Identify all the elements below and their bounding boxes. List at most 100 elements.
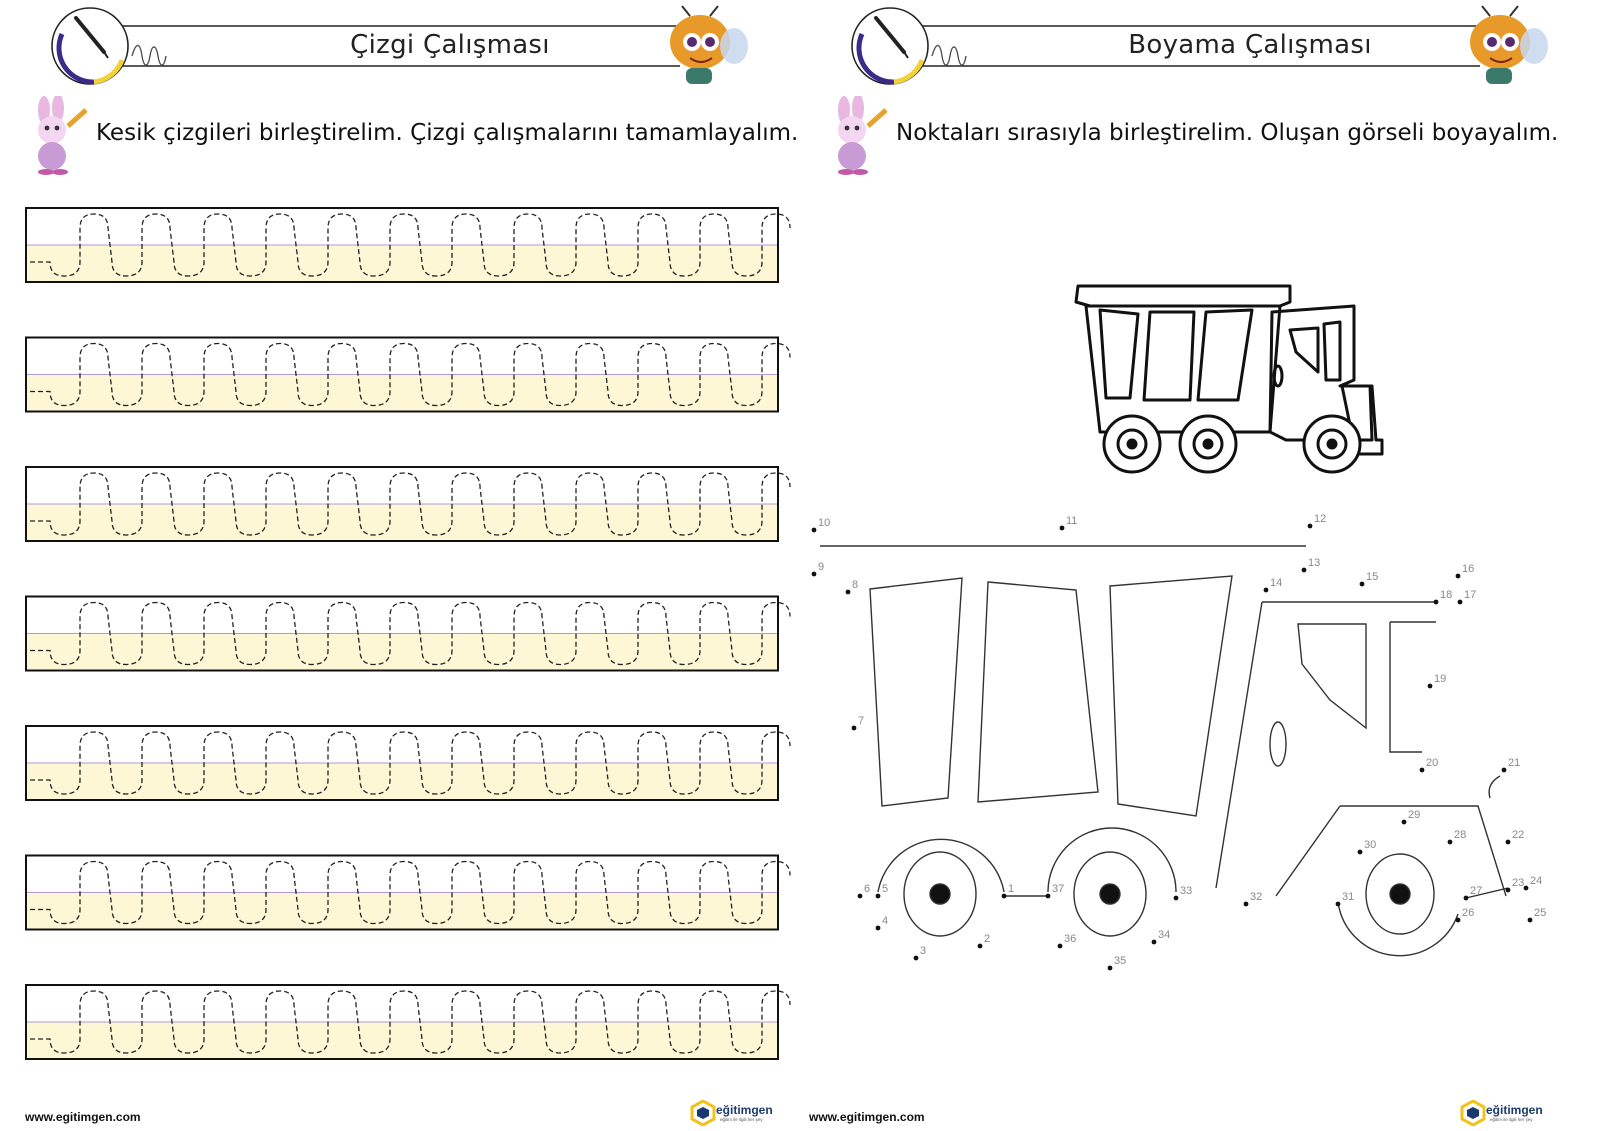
tracing-row [25,595,791,672]
dot-18 [1433,599,1439,605]
dot-4 [875,925,881,931]
dot-20 [1419,767,1425,773]
dot-16 [1455,573,1461,579]
dot-label: 33 [1180,885,1192,897]
dot-10 [811,527,817,533]
hexagon-logo-icon [1460,1099,1486,1127]
dot-label: 10 [818,517,830,529]
dot-label: 23 [1512,877,1524,889]
tracing-row [25,984,791,1060]
page-title: Boyama Çalışması [1128,30,1372,60]
page-coloring: Boyama Çalışması Noktaları sırasıyla bir… [800,0,1600,1131]
dot-label: 36 [1064,933,1076,945]
dot-label: 3 [920,945,926,957]
dot-11 [1059,525,1065,531]
tracing-row [25,336,791,413]
dot-17 [1457,599,1463,605]
dot-3 [913,955,919,961]
dot-8 [845,589,851,595]
dot-label: 1 [1008,883,1014,895]
dot-25 [1527,917,1533,923]
dot-9 [811,571,817,577]
dot-label: 28 [1454,829,1466,841]
instruction-row: Noktaları sırasıyla birleştirelim. Oluşa… [828,94,1588,176]
bee-mascot-icon [670,5,748,84]
dot-14 [1263,587,1269,593]
dot-label: 25 [1534,907,1546,919]
dot-label: 7 [858,715,864,727]
tracing-row [25,207,791,283]
instruction-text: Kesik çizgileri birleştirelim. Çizgi çal… [96,120,799,146]
dot-31 [1335,901,1341,907]
page-title: Çizgi Çalışması [350,30,550,60]
dot-28 [1447,839,1453,845]
instruction-text: Noktaları sırasıyla birleştirelim. Oluşa… [896,120,1559,146]
dot-label: 35 [1114,955,1126,967]
dot-label: 20 [1426,757,1438,769]
dot-label: 11 [1066,515,1077,527]
header-frame [851,5,1548,85]
dot-33 [1173,895,1179,901]
dot-6 [857,893,863,899]
header-banner: Çizgi Çalışması [50,4,760,94]
dot-label: 5 [882,883,888,895]
dot-label: 4 [882,915,888,927]
bee-mascot-icon [1470,5,1548,84]
dot-label: 29 [1408,809,1420,821]
dot-label: 26 [1462,907,1474,919]
dot-label: 31 [1342,891,1354,903]
website-url: www.egitimgen.com [25,1110,141,1124]
dot-label: 6 [864,883,870,895]
page-line-practice: Çizgi Çalışması Kesik çizgileri birleşti… [25,4,798,1127]
dot-23 [1505,887,1511,893]
dot-label: 18 [1440,589,1452,601]
dot-label: 16 [1462,563,1474,575]
dot-label: 8 [852,579,858,591]
reference-truck-drawing [1074,284,1384,474]
tracing-row [25,725,791,801]
tracing-row [25,466,791,542]
dot-34 [1151,939,1157,945]
dot-label: 14 [1270,577,1282,589]
dot-label: 9 [818,561,824,573]
dot-37 [1045,893,1051,899]
dot-label: 17 [1464,589,1476,601]
dot-30 [1357,849,1363,855]
dot-label: 32 [1250,891,1262,903]
logo-tagline: eğitim ile ilgili her şey [1490,1117,1533,1122]
dot-1 [1001,893,1007,899]
dot-label: 27 [1470,885,1482,897]
dot-27 [1463,895,1469,901]
dot-13 [1301,567,1307,573]
dot-15 [1359,581,1365,587]
dot-label: 13 [1308,557,1320,569]
dot-24 [1523,885,1529,891]
dot-22 [1505,839,1511,845]
dot-2 [977,943,983,949]
dot-label: 2 [984,933,990,945]
dot-label: 37 [1052,883,1064,895]
tracing-row [25,854,791,931]
logo-tagline: eğitim ile ilgili her şey [720,1117,763,1122]
dot-label: 15 [1366,571,1378,583]
dot-label: 21 [1508,757,1520,769]
pencil-icon [74,16,109,59]
tracing-rows [25,207,791,1060]
header-frame [51,5,748,85]
dot-label: 24 [1530,875,1542,887]
logo-brand: eğitimgen [716,1103,773,1117]
website-url: www.egitimgen.com [809,1110,925,1124]
dot-label: 34 [1158,929,1170,941]
dot-5 [875,893,881,899]
dot-7 [851,725,857,731]
dot-label: 19 [1434,673,1446,685]
dot-label: 12 [1314,513,1326,525]
dot-19 [1427,683,1433,689]
hexagon-logo-icon [690,1099,716,1127]
instruction-row: Kesik çizgileri birleştirelim. Çizgi çal… [28,94,798,176]
dot-label: 30 [1364,839,1376,851]
dot-label: 22 [1512,829,1524,841]
logo-brand: eğitimgen [1486,1103,1543,1117]
